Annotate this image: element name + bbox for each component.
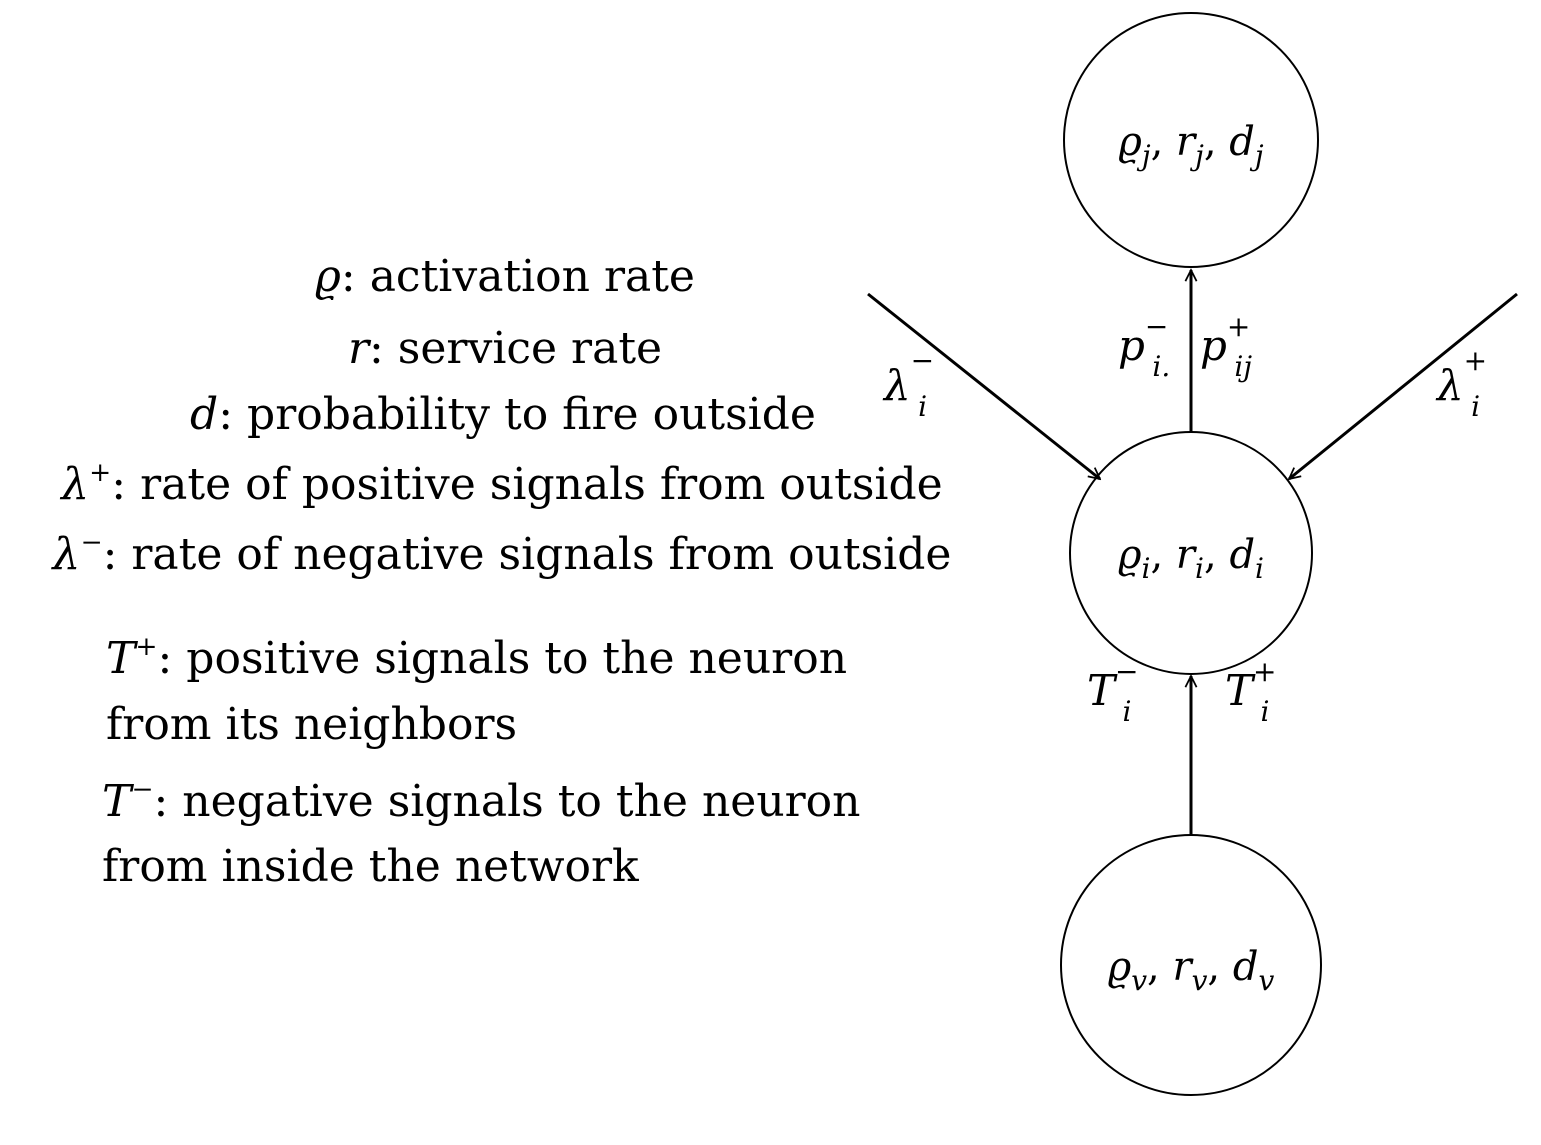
node-i-label: ϱi, ri, di xyxy=(1118,532,1264,585)
legend-t-plus-text2: from its neighbors xyxy=(106,699,518,750)
legend-d: d: probability to fire outside xyxy=(190,393,816,437)
node-j-circle xyxy=(1063,12,1319,268)
edge-lambda-plus xyxy=(1289,292,1518,479)
edge-lambda-minus xyxy=(867,292,1100,479)
legend-t-plus-sup: + xyxy=(135,630,158,662)
legend-t-minus-sup: − xyxy=(131,773,154,805)
legend-rho-text: : activation rate xyxy=(340,251,695,302)
legend-lambda-minus-sup: − xyxy=(80,526,103,558)
legend-t-minus: T−: negative signals to the neuron xyxy=(102,776,861,824)
node-v-label: ϱv, rv, dv xyxy=(1108,944,1275,997)
legend-r: r: service rate xyxy=(348,327,662,371)
legend-t-plus-line2: from its neighbors xyxy=(106,703,517,747)
legend-lambda-plus: λ+: rate of positive signals from outsid… xyxy=(61,459,942,507)
legend-t-plus: T+: positive signals to the neuron xyxy=(106,633,847,681)
label-t-minus: T−i xyxy=(1087,655,1138,728)
legend-lambda-plus-symbol: λ xyxy=(61,459,90,510)
legend-lambda-plus-sup: + xyxy=(89,456,112,488)
legend-t-minus-text: : negative signals to the neuron xyxy=(153,776,861,827)
legend-t-plus-symbol: T xyxy=(106,633,136,684)
legend-t-minus-line2: from inside the network xyxy=(102,845,639,889)
legend-t-minus-symbol: T xyxy=(102,776,132,827)
legend-r-symbol: r xyxy=(347,323,369,374)
legend-lambda-minus-symbol: λ xyxy=(52,529,81,580)
legend-lambda-minus-text: : rate of negative signals from outside xyxy=(102,529,952,580)
legend-t-plus-text: : positive signals to the neuron xyxy=(157,633,848,684)
label-p-plus: p+ij xyxy=(1200,310,1252,383)
legend-d-symbol: d xyxy=(190,389,219,440)
label-lambda-plus: λ+i xyxy=(1435,344,1487,423)
legend-d-text: : probability to fire outside xyxy=(218,389,816,440)
legend-t-minus-text2: from inside the network xyxy=(102,841,639,892)
label-lambda-minus: λ−i xyxy=(882,344,934,423)
node-j-label: ϱj, rj, dj xyxy=(1118,119,1264,172)
label-p-minus: p−i. xyxy=(1118,310,1170,383)
label-t-plus: T+i xyxy=(1225,655,1276,728)
legend-lambda-minus: λ−: rate of negative signals from outsid… xyxy=(53,529,952,577)
legend-rho-symbol: ϱ xyxy=(315,251,341,302)
legend-rho: ϱ: activation rate xyxy=(315,255,695,299)
legend-r-text: : service rate xyxy=(369,323,663,374)
legend-lambda-plus-text: : rate of positive signals from outside xyxy=(111,459,943,510)
